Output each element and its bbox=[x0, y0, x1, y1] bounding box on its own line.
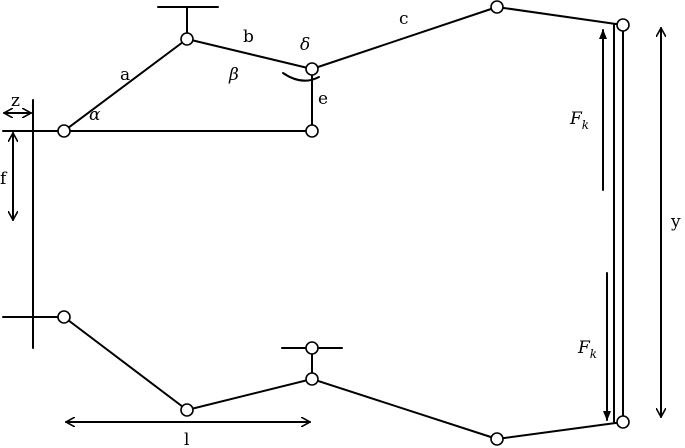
joint-e-base bbox=[305, 124, 319, 138]
joint-lower-post-top bbox=[305, 341, 319, 355]
label-f: f bbox=[0, 169, 8, 189]
link-lower-3 bbox=[311, 378, 498, 440]
joint-lower-mid bbox=[305, 372, 319, 386]
link-lower-1 bbox=[63, 316, 188, 411]
link-upper-right bbox=[496, 6, 624, 26]
label-y: y bbox=[670, 212, 681, 232]
delta-arc bbox=[282, 72, 320, 82]
joint-lower-bottom bbox=[180, 403, 194, 417]
link-c bbox=[311, 6, 498, 70]
label-beta: β bbox=[228, 65, 239, 85]
label-force-lower: Fk bbox=[577, 338, 597, 361]
joint-lower-right bbox=[490, 432, 504, 446]
label-alpha: α bbox=[89, 105, 101, 125]
joint-top bbox=[180, 32, 194, 46]
label-a: a bbox=[120, 65, 130, 85]
link-lower-4 bbox=[496, 421, 624, 440]
joint-delta bbox=[305, 62, 319, 76]
label-delta: δ bbox=[300, 35, 310, 55]
label-b: b bbox=[243, 27, 254, 47]
force-lower-main: F bbox=[577, 338, 591, 358]
joint-rod-bottom bbox=[616, 415, 630, 429]
force-upper-sub: k bbox=[582, 118, 589, 132]
joint-alpha bbox=[57, 124, 71, 138]
link-a bbox=[63, 38, 188, 132]
link-lower-2 bbox=[186, 378, 313, 411]
label-z: z bbox=[11, 91, 20, 111]
label-e: e bbox=[318, 89, 328, 109]
label-c: c bbox=[399, 9, 409, 29]
joint-lower-left bbox=[57, 310, 71, 324]
label-l: l bbox=[184, 430, 189, 448]
force-lower-sub: k bbox=[590, 347, 597, 361]
joint-rod-top bbox=[616, 18, 630, 32]
link-b bbox=[186, 38, 313, 70]
force-upper-main: F bbox=[569, 109, 583, 129]
joint-top-right bbox=[490, 0, 504, 14]
label-force-upper: Fk bbox=[569, 109, 589, 132]
